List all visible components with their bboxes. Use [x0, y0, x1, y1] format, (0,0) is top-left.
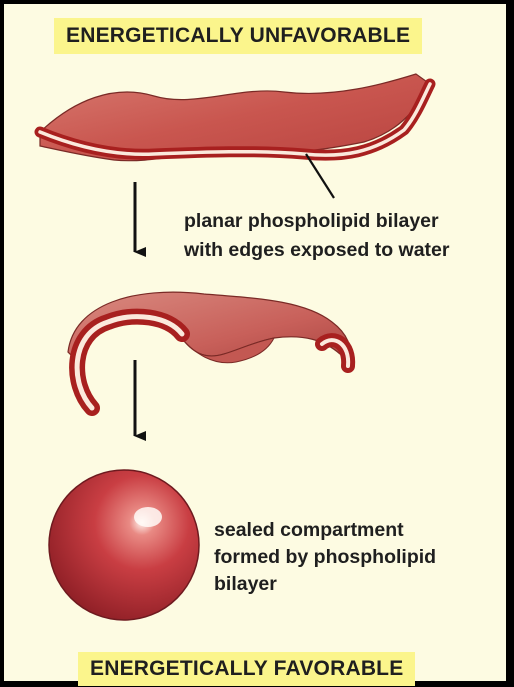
planar-caption-line-2: with edges exposed to water: [184, 236, 449, 265]
planar-bilayer-caption: planar phospholipid bilayer with edges e…: [184, 207, 449, 265]
sealed-caption-line-1: sealed compartment: [214, 517, 436, 544]
figure-frame: ENERGETICALLY UNFAVORABLE planar phospho…: [2, 2, 508, 683]
energetically-favorable-banner: ENERGETICALLY FAVORABLE: [78, 652, 415, 686]
curved-bilayer: [68, 292, 350, 408]
sealed-compartment-caption: sealed compartment formed by phospholipi…: [214, 517, 436, 598]
sealed-caption-line-2: formed by phospholipid: [214, 544, 436, 571]
sealed-sphere: [49, 470, 199, 620]
planar-caption-line-1: planar phospholipid bilayer: [184, 207, 449, 236]
sealed-caption-line-3: bilayer: [214, 571, 436, 598]
energetically-unfavorable-banner: ENERGETICALLY UNFAVORABLE: [54, 18, 422, 54]
planar-bilayer-sheet: [40, 74, 430, 198]
